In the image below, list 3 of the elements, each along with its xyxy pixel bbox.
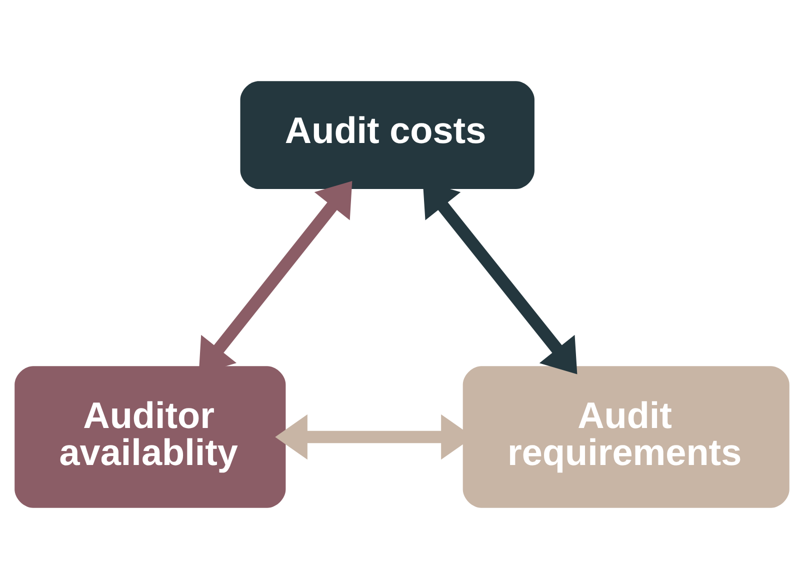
node-box: Auditor availablity: [14, 366, 286, 508]
node-box: Audit costs: [240, 80, 534, 188]
node-box: Audit requirements: [462, 366, 790, 508]
